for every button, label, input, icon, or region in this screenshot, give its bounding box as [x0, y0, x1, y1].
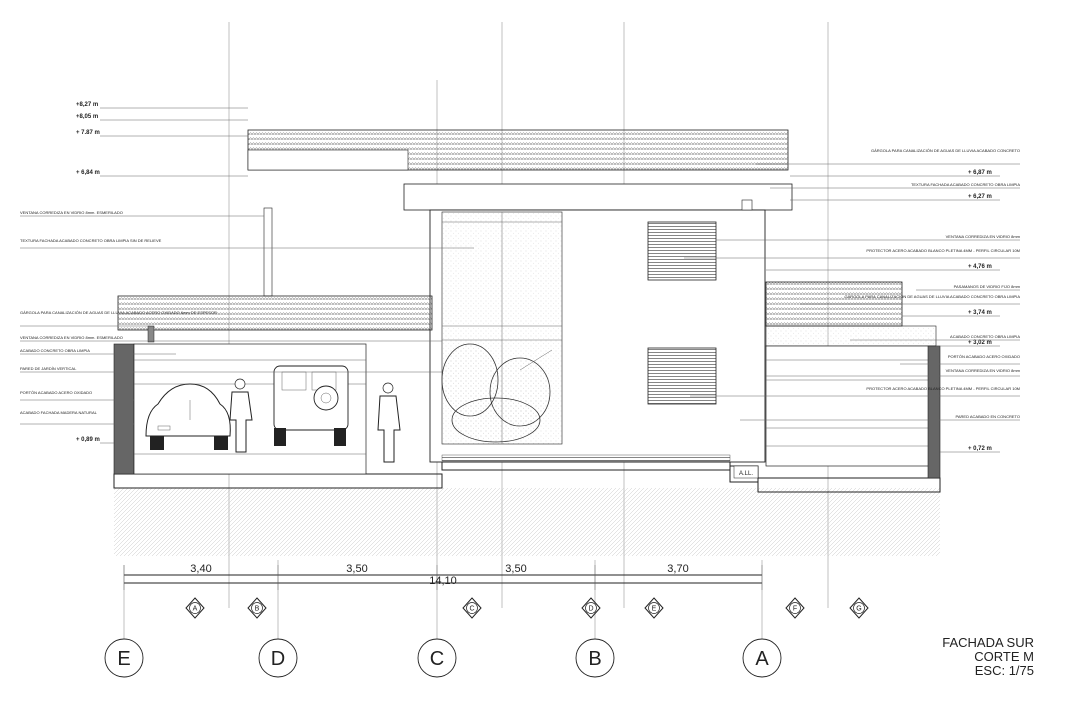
annotation: PARED ACABADO EN CONCRETO	[955, 414, 1020, 419]
axis-bubble-d: D	[258, 638, 298, 678]
shutter-lower	[647, 347, 717, 405]
level-label: + 3,74 m	[968, 310, 992, 316]
levels-right: + 6,87 m + 6,27 m + 4,76 m + 3,74 m + 3,…	[766, 170, 1000, 453]
annotation: GÁRGOLA PARA CANALIZACIÓN DE AGUAS DE LL…	[871, 148, 1020, 153]
annotation: PROTECTOR ACERO ACABADO BLANCO PLETINA 4…	[866, 248, 1020, 253]
level-label: + 6,27 m	[968, 194, 992, 200]
annotation: PARED DE JARDÍN VERTICAL	[20, 366, 77, 371]
svg-text:A: A	[193, 606, 198, 613]
section-marker-a: A	[185, 597, 205, 619]
svg-text:G: G	[856, 606, 861, 613]
level-label: +8,27 m	[76, 102, 98, 108]
hedge	[441, 454, 731, 462]
section-marker-d: D	[581, 597, 601, 619]
levels-left: +8,27 m +8,05 m + 7.87 m + 6,84 m + 0,89…	[76, 102, 248, 444]
svg-text:E: E	[652, 606, 657, 613]
section-marker-b: B	[247, 597, 267, 619]
annotation: PORTÓN ACABADO ACERO OXIDADO	[948, 354, 1020, 359]
annotation: ACABADO CONCRETO OBRA LIMPIA	[950, 334, 1020, 339]
annotation: VENTANA CORREDIZA EN VIDRIO 8mm	[946, 234, 1021, 239]
tag-all: A.LL.	[733, 465, 759, 479]
annotation: TEXTURA FACHADA ACABADO CONCRETO OBRA LI…	[20, 238, 162, 243]
section-marker-e: E	[644, 597, 664, 619]
annotation: GÁRGOLA PARA CANALIZACIÓN DE AGUAS DE LL…	[20, 310, 217, 315]
axis-bubble-c: C	[417, 638, 457, 678]
tag-all-label: A.LL.	[739, 471, 753, 477]
title-block: FACHADA SUR CORTE M ESC: 1/75	[942, 636, 1034, 678]
annotation: VENTANA CORREDIZA EN VIDRIO 8mm. ESMERIL…	[20, 335, 123, 340]
annotation: PORTÓN ACABADO ACERO OXIDADO	[20, 390, 92, 395]
dimension-label: 3,50	[505, 563, 526, 575]
section-marker-f: F	[785, 597, 805, 619]
axis-bubbles: E D C B A	[104, 638, 782, 678]
right-block	[765, 281, 941, 479]
title-line-2: CORTE M	[974, 649, 1034, 664]
annotations-left: VENTANA CORREDIZA EN VIDRIO 8mm. ESMERIL…	[20, 210, 474, 425]
svg-text:D: D	[588, 606, 593, 613]
annotation: GÁRGOLA PARA CANALIZACIÓN DE AGUAS DE LL…	[845, 294, 1021, 299]
svg-text:F: F	[793, 606, 797, 613]
annotation: PROTECTOR ACERO ACABADO BLANCO PLETINA 4…	[866, 386, 1020, 391]
shutter-upper	[647, 221, 717, 281]
car-sedan	[145, 383, 231, 450]
dimension-label: 3,40	[190, 563, 211, 575]
level-label: + 4,76 m	[968, 264, 992, 270]
dimension-label: 3,50	[346, 563, 367, 575]
svg-text:A: A	[755, 648, 769, 670]
dimension-total: 14,10	[429, 575, 457, 587]
vertical-garden	[441, 343, 553, 443]
annotations-right: GÁRGOLA PARA CANALIZACIÓN DE AGUAS DE LL…	[684, 148, 1021, 421]
section-marker-c: C	[462, 597, 482, 619]
annotation: ACABADO FACHADA MADERA NATURAL	[20, 410, 98, 415]
section-markers: A B C D E F G	[185, 597, 869, 619]
title-line-1: FACHADA SUR	[942, 635, 1034, 650]
section-marker-g: G	[849, 597, 869, 619]
svg-text:C: C	[430, 648, 444, 670]
svg-text:E: E	[117, 648, 130, 670]
axis-bubble-a: A	[742, 638, 782, 678]
svg-text:B: B	[588, 648, 601, 670]
level-label: + 6,87 m	[968, 170, 992, 176]
axis-bubble-e: E	[104, 638, 144, 678]
annotation: VENTANA CORREDIZA EN VIDRIO 8mm	[946, 368, 1021, 373]
annotation: TEXTURA FACHADA ACABADO CONCRETO OBRA LI…	[911, 182, 1020, 187]
level-label: + 0,72 m	[968, 446, 992, 452]
dimension-label: 3,70	[667, 563, 688, 575]
svg-text:C: C	[469, 606, 474, 613]
upper-volume	[247, 129, 793, 463]
svg-text:D: D	[271, 648, 285, 670]
dimension-chain: 3,40 3,50 3,50 3,70 14,10	[123, 563, 763, 590]
title-line-3: ESC: 1/75	[974, 663, 1034, 678]
level-label: + 7.87 m	[76, 130, 100, 136]
annotation: PASAMANOS DE VIDRIO FIJO 8mm	[954, 284, 1021, 289]
level-label: + 0,89 m	[76, 437, 100, 443]
axis-bubble-b: B	[575, 638, 615, 678]
svg-text:B: B	[255, 606, 260, 613]
annotation: VENTANA CORREDIZA EN VIDRIO 8mm. ESMERIL…	[20, 210, 123, 215]
annotation: ACABADO CONCRETO OBRA LIMPIA	[20, 348, 90, 353]
level-label: + 6,84 m	[76, 170, 100, 176]
ground-hatch	[114, 488, 940, 556]
car-jeep	[273, 365, 349, 446]
level-label: + 3,02 m	[968, 340, 992, 346]
level-label: +8,05 m	[76, 114, 98, 120]
